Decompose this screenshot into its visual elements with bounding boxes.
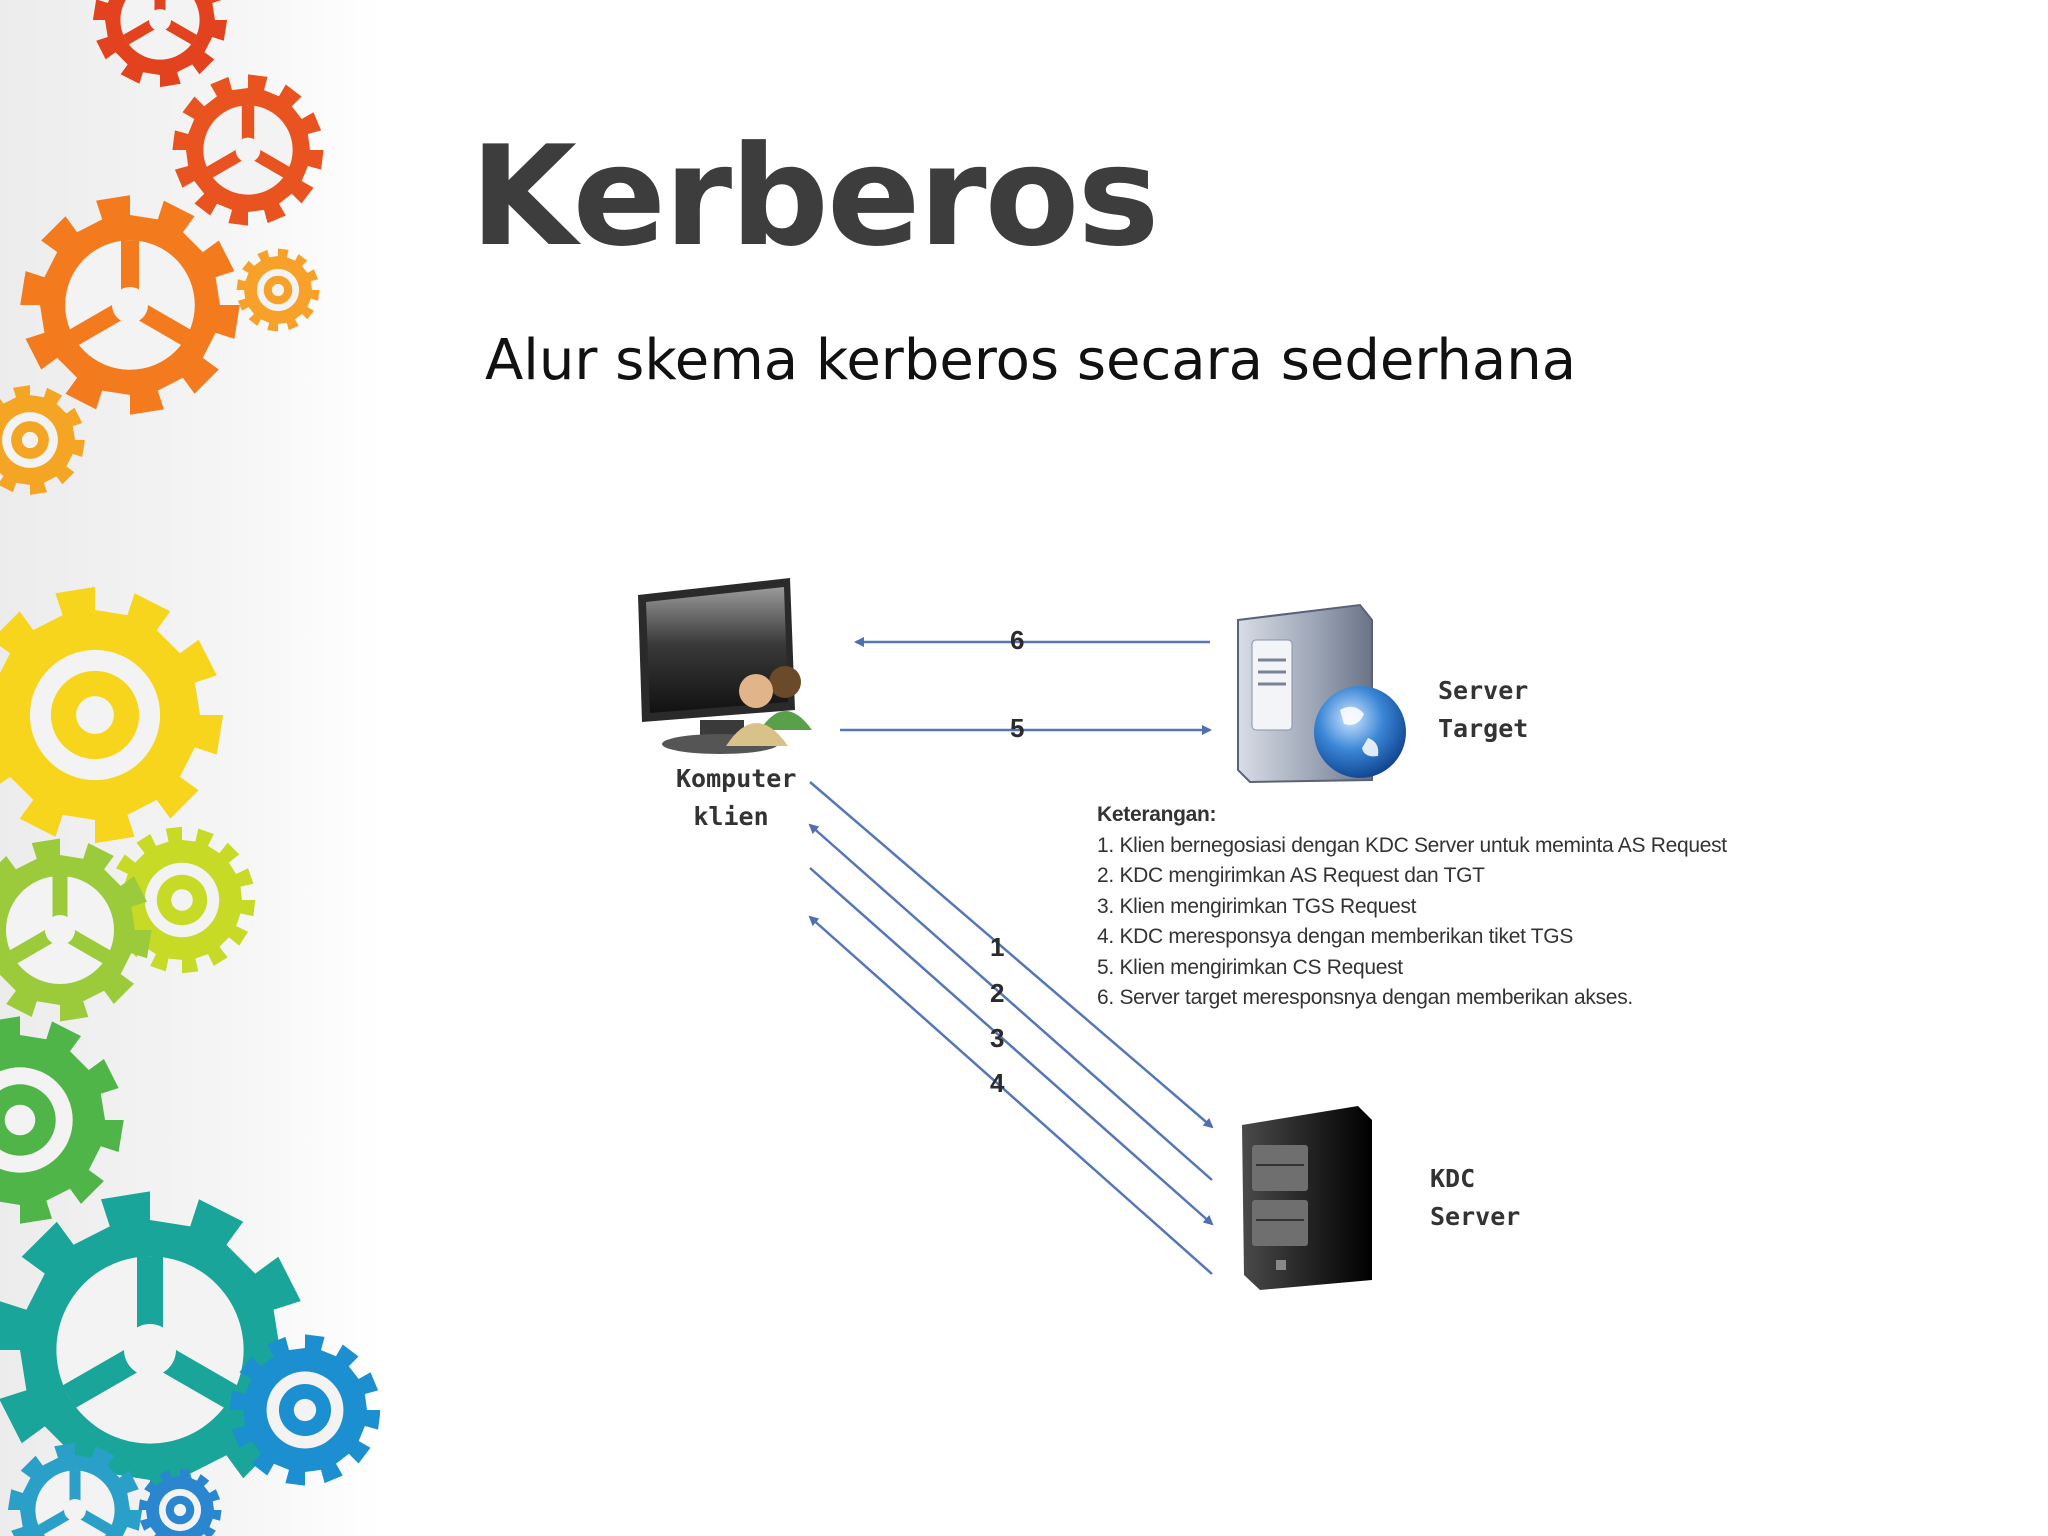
client-label-line1: Komputer	[676, 764, 797, 793]
kerberos-diagram: 6 5 1 2 3 4 Komputer klien Server Target…	[600, 560, 1840, 1320]
gear-icon	[0, 1191, 309, 1509]
server-tower-icon	[1242, 1106, 1372, 1290]
gear-icon	[0, 586, 224, 844]
arrow-label-3: 3	[990, 1023, 1005, 1053]
diagram-legend: Keterangan: 1. Klien bernegosiasi dengan…	[1097, 800, 1837, 1014]
legend-item: 6. Server target meresponsnya dengan mem…	[1097, 986, 1633, 1009]
arrow-label-4: 4	[990, 1068, 1005, 1098]
gear-icon	[20, 195, 240, 415]
computer-users-icon	[638, 578, 812, 754]
gear-icon	[0, 1016, 124, 1224]
gear-icon	[92, 0, 228, 88]
gear-icon	[0, 0, 380, 1536]
legend-item: 4. KDC meresponsya dengan memberikan tik…	[1097, 925, 1574, 948]
server-target-label: Server Target	[1438, 672, 1528, 748]
gear-icon	[236, 248, 320, 332]
gear-icon	[172, 74, 324, 226]
arrow-4	[808, 915, 1213, 1275]
gear-icon	[229, 1334, 380, 1486]
legend-heading: Keterangan:	[1097, 803, 1217, 826]
legend-item: 5. Klien mengirimkan CS Request	[1097, 955, 1403, 979]
legend-item: 1. Klien bernegosiasi dengan KDC Server …	[1097, 833, 1727, 857]
decorative-gear-strip	[0, 0, 380, 1536]
server-target-label-line2: Target	[1438, 714, 1529, 743]
slide-subtitle: Alur skema kerberos secara sederhana	[485, 328, 1577, 393]
server-globe-icon	[1237, 603, 1406, 784]
gear-icon	[0, 838, 152, 1022]
slide-title: Kerberos	[470, 116, 1160, 277]
gear-icon	[138, 1468, 222, 1536]
legend-list: 1. Klien bernegosiasi dengan KDC Server …	[1097, 831, 1837, 1014]
arrow-label-6: 6	[1010, 625, 1025, 655]
kdc-label-line1: KDC	[1430, 1164, 1476, 1193]
legend-item: 3. Klien mengirimkan TGS Request	[1097, 894, 1417, 918]
legend-item: 2. KDC mengirimkan AS Request dan TGT	[1097, 864, 1485, 887]
diagram-canvas	[638, 578, 1406, 1290]
arrow-label-2: 2	[990, 978, 1005, 1008]
arrow-label-5: 5	[1010, 713, 1025, 743]
arrow-label-1: 1	[990, 932, 1005, 962]
server-target-label-line1: Server	[1438, 676, 1529, 705]
arrow-1	[809, 781, 1214, 1129]
client-label-line2: klien	[693, 802, 769, 831]
client-label: Komputer klien	[676, 760, 797, 836]
kdc-label: KDC Server	[1430, 1160, 1520, 1236]
arrow-2	[808, 823, 1213, 1181]
gear-icon	[0, 385, 85, 495]
arrow-3	[809, 867, 1214, 1226]
gear-icon	[7, 1442, 143, 1536]
kdc-label-line2: Server	[1430, 1202, 1521, 1231]
